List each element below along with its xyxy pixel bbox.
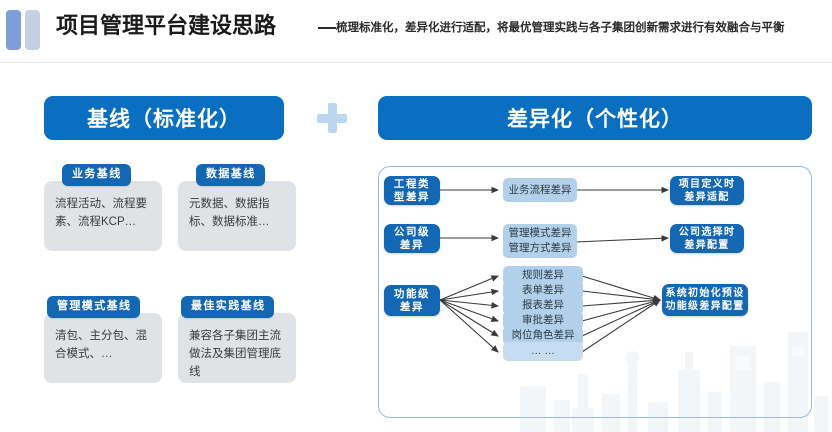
node-engineering-type-difference-line2: 型差异 [393,190,431,203]
node-engineering-type-difference[interactable]: 工程类 型差异 [384,176,440,205]
baseline-group-data-body: 元数据、数据指标、数据标准… [178,181,296,251]
node-system-init-preset-config[interactable]: 系统初始化预设 功能级差异配置 [662,284,748,316]
baseline-panel: 基线（标准化） 业务基线 流程活动、流程要素、流程KCP… 数据基线 元数据、数… [30,88,298,418]
node-company-selection-configuration-line2: 差异配置 [684,239,730,251]
page-subtitle: 梳理标准化，差异化进行适配，将最优管理实践与各子集团创新需求进行有效融合与平衡 [336,22,785,34]
header-accent-bar-primary [6,10,21,50]
node-system-init-preset-config-line2: 功能级差异配置 [665,301,745,312]
node-company-level-difference-line1: 公司级 [393,225,431,238]
node-project-definition-adaptation[interactable]: 项目定义时 差异适配 [670,176,744,205]
baseline-group-best-practice-tag: 最佳实践基线 [181,296,275,318]
node-company-level-difference-line2: 差异 [399,238,425,251]
node-company-level-difference[interactable]: 公司级 差异 [384,224,440,253]
node-function-level-difference-line2: 差异 [399,300,425,313]
node-function-level-difference[interactable]: 功能级 差异 [384,285,440,316]
plus-icon [317,103,347,133]
baseline-panel-title: 基线（标准化） [44,96,284,140]
node-position-role-difference[interactable]: 岗位角色差异 [503,326,583,345]
node-function-level-difference-line1: 功能级 [393,287,431,300]
node-company-selection-configuration[interactable]: 公司选择时 差异配置 [670,224,744,253]
node-rule-difference[interactable]: 规则差异 [503,266,583,285]
baseline-group-business-body: 流程活动、流程要素、流程KCP… [44,181,162,251]
baseline-group-best-practice-body: 兼容各子集团主流做法及集团管理底线 [178,313,296,383]
plus-icon-horizontal [317,114,347,123]
differentiation-panel-title: 差异化（个性化） [378,96,812,140]
baseline-group-data-tag: 数据基线 [196,164,265,186]
slide-header: 项目管理平台建设思路 梳理标准化，差异化进行适配，将最优管理实践与各子集团创新需… [0,0,832,58]
title-dash-divider [318,27,336,29]
node-management-method-difference-line2: 管理方式差异 [508,242,572,254]
node-approval-difference[interactable]: 审批差异 [503,311,583,330]
differentiation-panel: 差异化（个性化） [370,88,820,424]
baseline-group-management-model-body: 清包、主分包、混合模式、… [44,313,162,383]
node-project-definition-adaptation-line2: 差异适配 [684,191,730,203]
header-rule [0,62,832,63]
baseline-group-business-tag: 业务基线 [62,164,131,186]
node-report-difference[interactable]: 报表差异 [503,296,583,315]
baseline-group-management-model-tag: 管理模式基线 [47,296,141,318]
header-accent-bar-secondary [25,10,40,50]
node-business-process-difference[interactable]: 业务流程差异 [503,178,577,202]
diagram-edges [439,186,670,353]
node-management-mode-difference-line1: 管理模式差异 [508,227,572,239]
page-title: 项目管理平台建设思路 [56,13,277,38]
node-engineering-type-difference-line1: 工程类 [393,177,431,190]
differentiation-diagram-frame [378,166,812,418]
node-project-definition-adaptation-line1: 项目定义时 [678,178,736,190]
node-more-difference[interactable]: … … [503,342,583,361]
node-company-selection-configuration-line1: 公司选择时 [678,226,736,238]
node-system-init-preset-config-line1: 系统初始化预设 [665,288,745,299]
node-management-mode-and-method-difference[interactable]: 管理模式差异 管理方式差异 [503,224,577,258]
node-form-difference[interactable]: 表单差异 [503,281,583,300]
